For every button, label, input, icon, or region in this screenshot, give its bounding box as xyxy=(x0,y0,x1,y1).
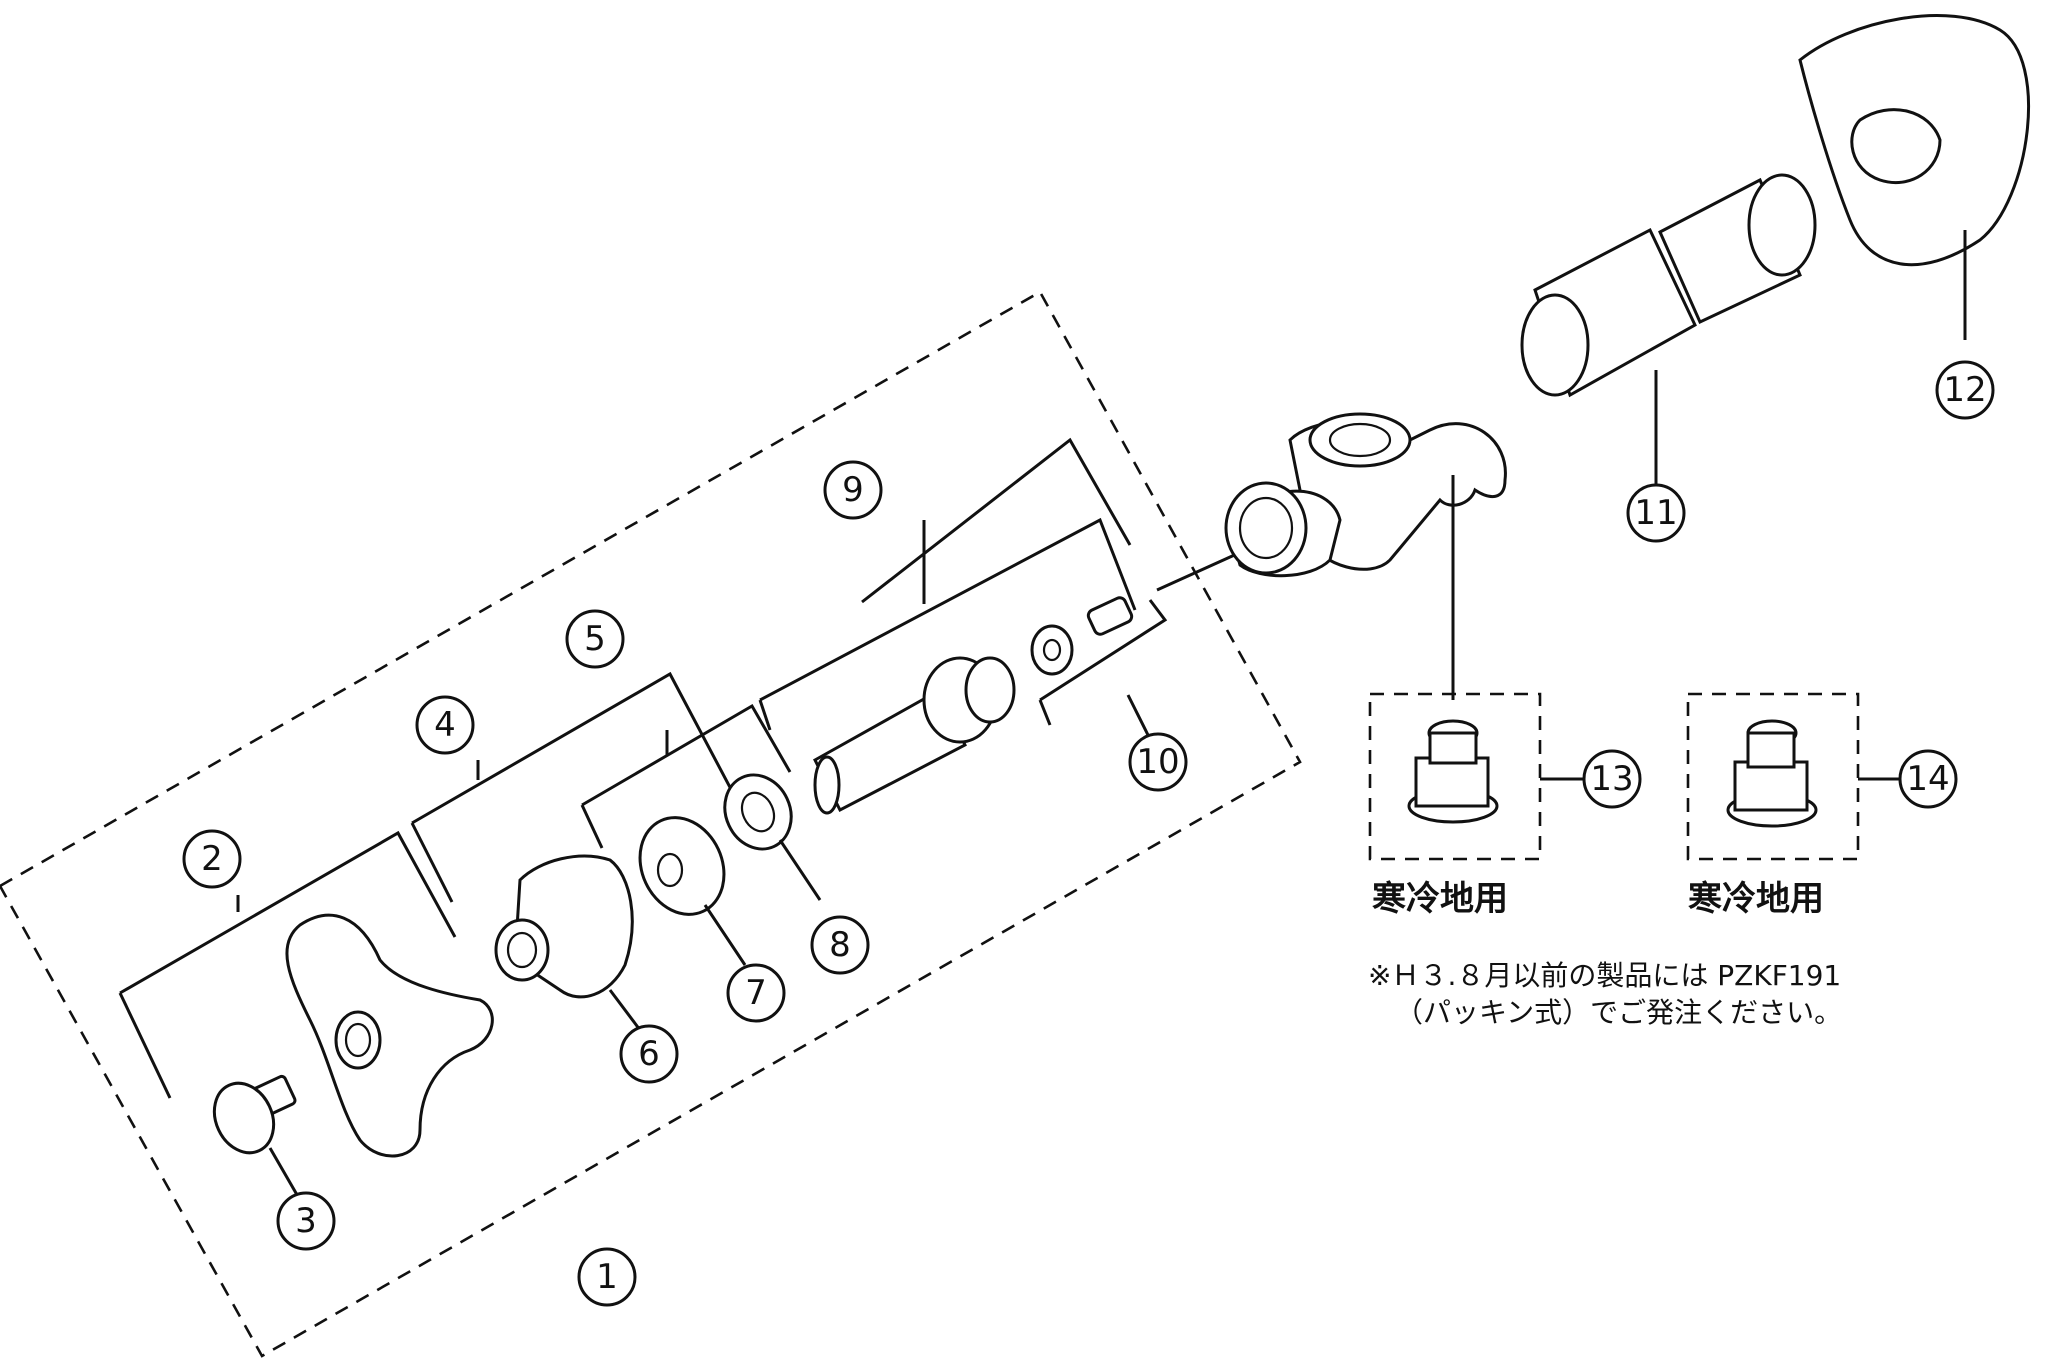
svg-text:3: 3 xyxy=(295,1201,317,1241)
callout-8: 8 xyxy=(810,915,870,975)
callout-7: 7 xyxy=(726,963,786,1023)
svg-text:9: 9 xyxy=(842,470,864,510)
svg-text:5: 5 xyxy=(584,619,606,659)
note-line-2: （パッキン式）でご発注ください。 xyxy=(1395,996,1842,1029)
svg-text:13: 13 xyxy=(1590,759,1633,799)
callout-12: 12 xyxy=(1935,360,1995,420)
svg-text:8: 8 xyxy=(829,925,851,965)
callout-6: 6 xyxy=(619,1024,679,1084)
nipple-part xyxy=(1520,173,1817,490)
callout-4: 4 xyxy=(415,695,475,755)
part-14-box xyxy=(1686,692,1860,861)
valve-body-part xyxy=(1224,412,1507,700)
svg-text:11: 11 xyxy=(1634,493,1677,533)
part-13-box xyxy=(1368,692,1542,861)
packing-part xyxy=(1030,596,1134,676)
label-cold-region-14: 寒冷地用 xyxy=(1688,879,1824,919)
callout-10: 10 xyxy=(1128,732,1188,792)
svg-text:2: 2 xyxy=(201,839,223,879)
cap-nut-part xyxy=(494,854,642,1031)
svg-text:4: 4 xyxy=(434,705,456,745)
callout-1: 1 xyxy=(577,1247,637,1307)
callout-2: 2 xyxy=(182,829,242,889)
flange-part xyxy=(1798,14,2031,340)
callout-3: 3 xyxy=(276,1191,336,1251)
svg-text:1: 1 xyxy=(596,1257,618,1297)
callout-13: 13 xyxy=(1582,749,1642,809)
callout-5: 5 xyxy=(565,609,625,669)
svg-text:6: 6 xyxy=(638,1034,660,1074)
svg-text:10: 10 xyxy=(1136,742,1179,782)
bracket-lines xyxy=(118,437,1251,1099)
drain-plug-13 xyxy=(1407,719,1499,824)
bonnet-washer-part xyxy=(638,816,747,966)
svg-text:14: 14 xyxy=(1906,759,1949,799)
svg-text:12: 12 xyxy=(1943,370,1986,410)
screw-part xyxy=(212,1074,302,1201)
drain-plug-14 xyxy=(1726,719,1818,828)
handle-part xyxy=(285,913,494,1158)
callout-14: 14 xyxy=(1898,749,1958,809)
assembly-group-outline xyxy=(0,290,1302,1358)
label-cold-region-13: 寒冷地用 xyxy=(1372,879,1508,919)
callout-9: 9 xyxy=(823,460,883,520)
o-ring-part xyxy=(723,773,822,901)
note-line-1: ※Ｈ３.８月以前の製品には PZKF191 xyxy=(1368,959,1841,992)
spindle-part xyxy=(813,656,1016,815)
callout-11: 11 xyxy=(1626,483,1686,543)
svg-text:7: 7 xyxy=(745,973,767,1013)
